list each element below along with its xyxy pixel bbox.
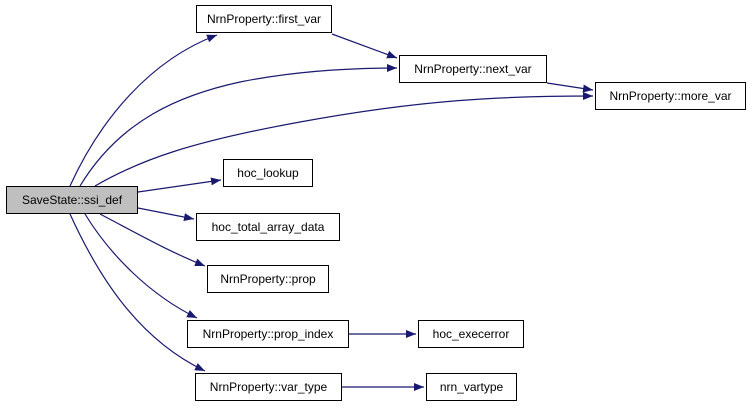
edge-first-var-to-next-var: [331, 33, 398, 59]
edge-ssi-def-to-first-var: [69, 34, 218, 187]
node-prop-index[interactable]: NrnProperty::prop_index: [187, 320, 349, 348]
edge-ssi-def-to-prop-index: [84, 213, 198, 319]
edge-ssi-def-to-hoc-total-array-data: [137, 207, 195, 221]
edge-next-var-to-more-var: [546, 82, 594, 93]
node-hoc-execerror[interactable]: hoc_execerror: [418, 320, 524, 348]
node-more-var[interactable]: NrnProperty::more_var: [595, 82, 746, 110]
node-nrn-vartype[interactable]: nrn_vartype: [426, 373, 517, 401]
node-var-type[interactable]: NrnProperty::var_type: [195, 373, 342, 401]
node-first-var[interactable]: NrnProperty::first_var: [196, 5, 332, 33]
edge-ssi-def-to-more-var: [94, 92, 594, 187]
node-hoc-total-array-data[interactable]: hoc_total_array_data: [196, 213, 340, 241]
edge-ssi-def-to-next-var: [79, 64, 398, 187]
node-next-var[interactable]: NrnProperty::next_var: [399, 55, 547, 83]
node-prop[interactable]: NrnProperty::prop: [207, 265, 329, 293]
edge-ssi-def-to-hoc-lookup: [137, 177, 222, 193]
edge-ssi-def-to-var-type: [69, 213, 206, 372]
node-hoc-lookup[interactable]: hoc_lookup: [223, 159, 313, 187]
edge-ssi-def-to-prop: [99, 213, 206, 267]
node-ssi-def: SaveState::ssi_def: [6, 186, 138, 214]
